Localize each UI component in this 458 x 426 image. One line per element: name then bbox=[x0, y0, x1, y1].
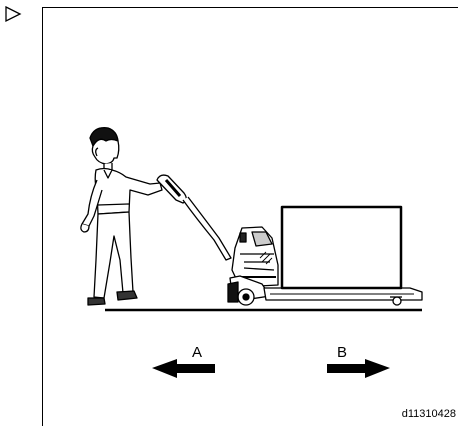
illustration-frame bbox=[42, 7, 458, 426]
arrow-left-icon bbox=[152, 359, 215, 378]
triangle-right-outline-icon bbox=[5, 5, 22, 23]
arrow-right-icon bbox=[327, 359, 390, 378]
figure-id: d11310428 bbox=[401, 408, 456, 420]
direction-label-b: B bbox=[337, 344, 348, 361]
pallet-truck bbox=[156, 174, 423, 306]
operator-figure bbox=[80, 127, 163, 306]
direction-label-a: A bbox=[192, 344, 203, 361]
